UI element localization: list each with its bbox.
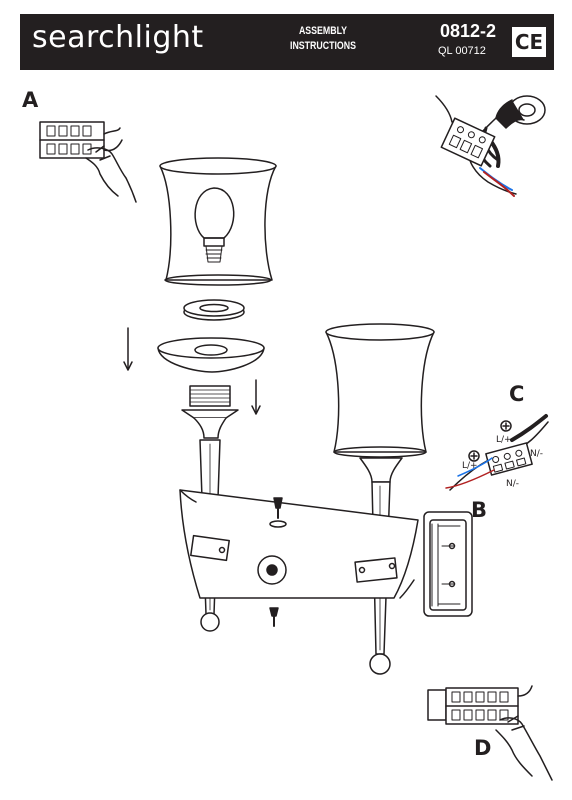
step-label-b: B xyxy=(471,498,488,522)
hand-d-icon xyxy=(495,715,553,781)
wiring-diagram-c-icon xyxy=(445,414,549,491)
title-line-2: INSTRUCTIONS xyxy=(290,40,356,52)
down-arrow-icon xyxy=(123,327,133,371)
shade-ring-icon xyxy=(183,299,245,321)
step-label-d: D xyxy=(474,736,492,760)
terminal-block-d-icon xyxy=(427,685,533,725)
arm-bracket-left-icon xyxy=(190,534,230,562)
terminal-block-a-icon xyxy=(39,121,123,159)
ql-code: QL 00712 xyxy=(438,45,486,57)
wiring-insulation-icon xyxy=(435,95,546,197)
step-label-a: A xyxy=(22,88,39,112)
right-glass-shade-icon xyxy=(325,323,435,458)
document-title: ASSEMBLY INSTRUCTIONS xyxy=(287,24,359,54)
screw-icon xyxy=(269,607,279,627)
light-bulb-icon xyxy=(194,187,235,263)
header-bar: searchlight ASSEMBLY INSTRUCTIONS 0812-2… xyxy=(20,14,554,70)
ce-mark: CE xyxy=(512,27,546,57)
screw-icon xyxy=(273,497,283,519)
step-label-c: C xyxy=(509,382,525,406)
mounting-bracket-b-icon xyxy=(423,511,473,617)
wire-label: L/+ xyxy=(496,435,512,445)
down-arrow-icon xyxy=(251,379,261,415)
wire-label: N/- xyxy=(506,479,519,489)
arm-bracket-right-icon xyxy=(354,557,398,583)
model-number: 0812-2 xyxy=(440,21,497,41)
wire-label: L/+ xyxy=(462,461,478,471)
hand-a-icon xyxy=(85,145,137,203)
brand-logo: searchlight xyxy=(32,20,204,55)
drip-dish-icon xyxy=(157,337,265,373)
title-line-1: ASSEMBLY xyxy=(298,25,348,37)
wire-label: N/- xyxy=(530,449,543,459)
